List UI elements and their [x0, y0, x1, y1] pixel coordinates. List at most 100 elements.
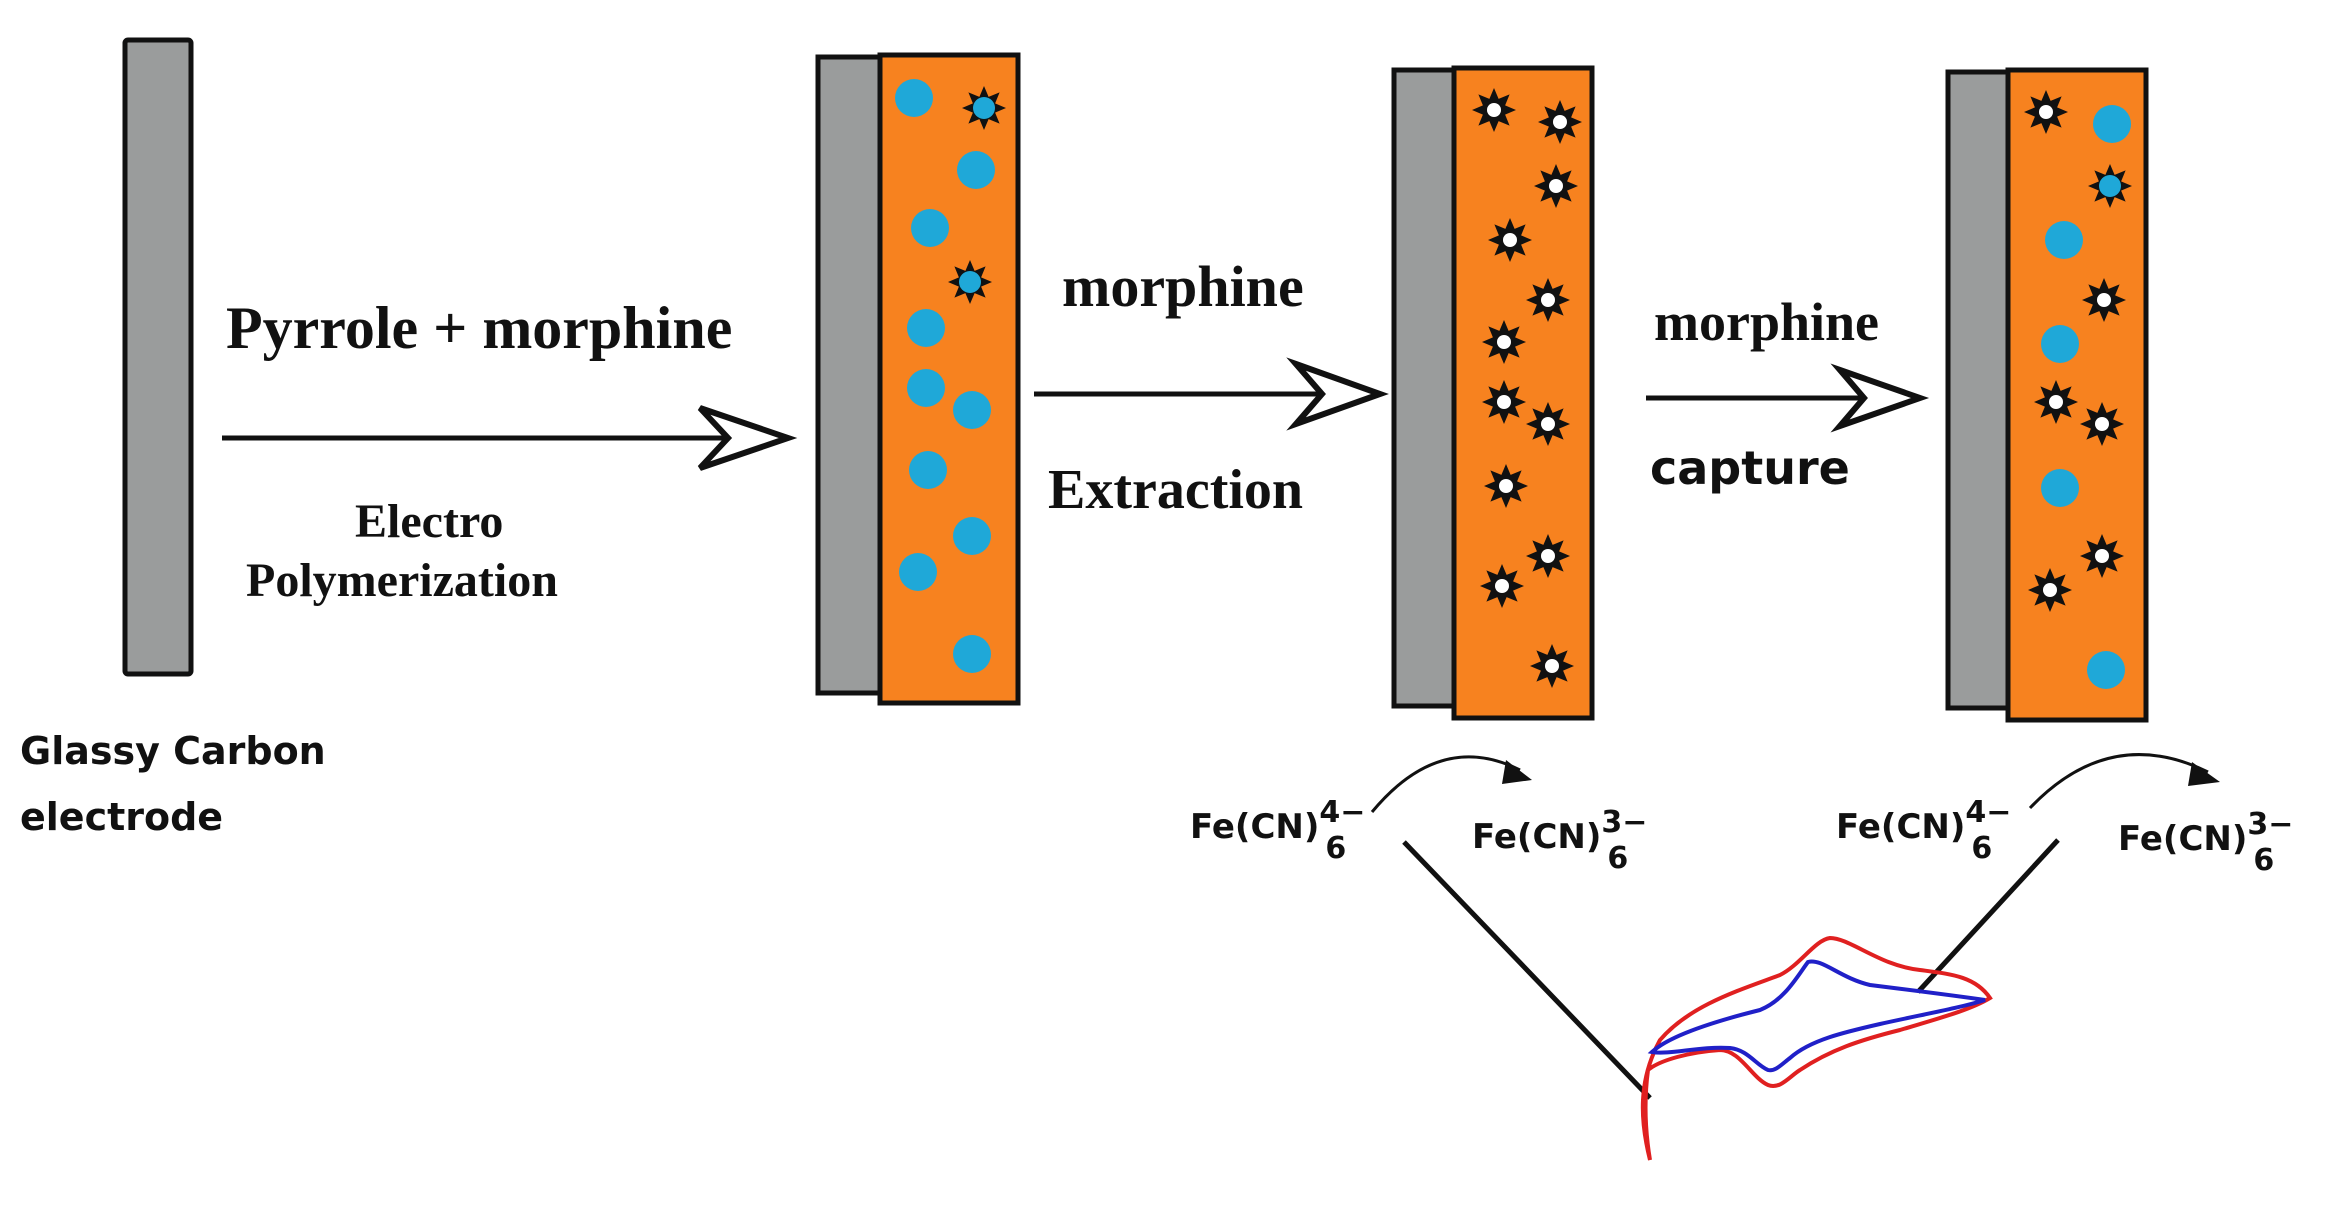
morphine-template-molecule: [2093, 105, 2131, 143]
cavity-core: [1503, 233, 1517, 247]
cavity-core: [2049, 395, 2063, 409]
cavity-core: [2095, 549, 2109, 563]
occupied-cavity: [2088, 164, 2132, 208]
curved-arrow-icon: [2028, 753, 2209, 810]
glassy-carbon-plate: [1391, 67, 1463, 709]
stage4-molecules: [2024, 90, 2132, 689]
step2-process-label: Extraction: [1048, 459, 1303, 521]
cavity-core: [2043, 583, 2057, 597]
bare-electrode: [122, 37, 194, 677]
curved-arrow-icon: [1370, 755, 1521, 813]
arrow-electropolymerization: [222, 405, 798, 471]
glassy-carbon-plate: [1945, 69, 2017, 711]
cavity-core: [1499, 479, 1513, 493]
arrow-head-icon: [1830, 363, 1930, 433]
step3-process-label: capture: [1650, 441, 1850, 495]
cavity-core: [959, 271, 981, 293]
step1-method-line2: Polymerization: [246, 554, 558, 607]
cavity-core: [1541, 293, 1555, 307]
imprinted-cavity: [2024, 90, 2068, 134]
glassy-carbon-plate: [122, 37, 194, 677]
step1-reagent-label: Pyrrole + morphine: [226, 295, 732, 361]
stage2-molecules: [895, 79, 1006, 673]
imprinted-cavity: [1526, 278, 1570, 322]
morphine-template-molecule: [899, 553, 937, 591]
cavity-core: [2097, 293, 2111, 307]
imprinted-cavity: [1484, 464, 1528, 508]
cavity-core: [1549, 179, 1563, 193]
morphine-template-molecule: [953, 391, 991, 429]
extracted-polymer-electrode: [1391, 65, 1595, 721]
cavity-core: [1541, 417, 1555, 431]
cavity-core: [1497, 395, 1511, 409]
polypyrrole-film: [2005, 67, 2149, 723]
morphine-template-molecule: [909, 451, 947, 489]
redox-probe-left: Fe(CN)4−6 Fe(CN)3−6: [1190, 755, 1647, 876]
occupied-cavity: [962, 86, 1006, 130]
morphine-template-molecule: [2041, 325, 2079, 363]
electrode-label-line2: electrode: [20, 795, 223, 839]
ferricyanide-right: Fe(CN)3−6: [2118, 807, 2293, 878]
imprinted-cavity: [2028, 568, 2072, 612]
imprinted-cavity: [1482, 380, 1526, 424]
morphine-template-molecule: [2087, 651, 2125, 689]
cv-curve-blue: [1647, 959, 1986, 1073]
electrode-label-line1: Glassy Carbon: [20, 729, 326, 773]
imprinted-cavity: [1526, 534, 1570, 578]
cavity-core: [1495, 579, 1509, 593]
imprinted-cavity: [2034, 380, 2078, 424]
cyclic-voltammogram: [1640, 935, 1993, 1161]
imprinted-cavity: [2082, 278, 2126, 322]
rebound-polymer-electrode: [1945, 67, 2149, 723]
cavity-core: [1545, 659, 1559, 673]
cavity-core: [1487, 103, 1501, 117]
imprinted-cavity: [1482, 320, 1526, 364]
cavity-core: [2039, 105, 2053, 119]
arrow-head-icon: [1286, 357, 1389, 431]
imprinted-cavity: [1480, 564, 1524, 608]
cavity-core: [2095, 417, 2109, 431]
cavity-core: [1553, 115, 1567, 129]
cavity-core: [1497, 335, 1511, 349]
morphine-template-molecule: [907, 369, 945, 407]
morphine-template-molecule: [953, 517, 991, 555]
stage3-molecules: [1472, 88, 1582, 688]
ferrocyanide-right: Fe(CN)4−6: [1836, 795, 2011, 866]
step2-analyte-label: morphine: [1062, 254, 1304, 319]
imprinted-cavity: [1488, 218, 1532, 262]
ferrocyanide-left: Fe(CN)4−6: [1190, 795, 1365, 866]
imprinted-cavity: [2080, 402, 2124, 446]
curved-arrow-head-icon: [2188, 762, 2220, 786]
polypyrrole-film: [877, 52, 1021, 706]
arrow-head-icon: [697, 405, 798, 471]
imprinted-cavity: [1526, 402, 1570, 446]
cavity-core: [2099, 175, 2121, 197]
imprinted-cavity: [1530, 644, 1574, 688]
occupied-cavity: [948, 260, 992, 304]
polypyrrole-film: [1451, 65, 1595, 721]
cavity-core: [1541, 549, 1555, 563]
glassy-carbon-plate: [815, 54, 887, 696]
arrow-capture: [1646, 363, 1930, 433]
connector-line-left: [1402, 840, 1652, 1100]
morphine-template-molecule: [895, 79, 933, 117]
connector-line-right: [1916, 838, 2060, 994]
morphine-template-molecule: [953, 635, 991, 673]
imprinted-cavity: [1534, 164, 1578, 208]
morphine-template-molecule: [957, 151, 995, 189]
cavity-core: [973, 97, 995, 119]
imprinted-polymer-electrode: [815, 52, 1021, 706]
imprinted-cavity: [1472, 88, 1516, 132]
arrow-extraction: [1034, 357, 1389, 431]
morphine-template-molecule: [2041, 469, 2079, 507]
step1-method-line1: Electro: [355, 495, 503, 548]
morphine-template-molecule: [911, 209, 949, 247]
step3-analyte-label: morphine: [1654, 292, 1879, 352]
morphine-template-molecule: [907, 309, 945, 347]
imprinted-cavity: [1538, 100, 1582, 144]
ferricyanide-left: Fe(CN)3−6: [1472, 805, 1647, 876]
imprinted-cavity: [2080, 534, 2124, 578]
morphine-template-molecule: [2045, 221, 2083, 259]
redox-probe-right: Fe(CN)4−6 Fe(CN)3−6: [1836, 753, 2293, 878]
